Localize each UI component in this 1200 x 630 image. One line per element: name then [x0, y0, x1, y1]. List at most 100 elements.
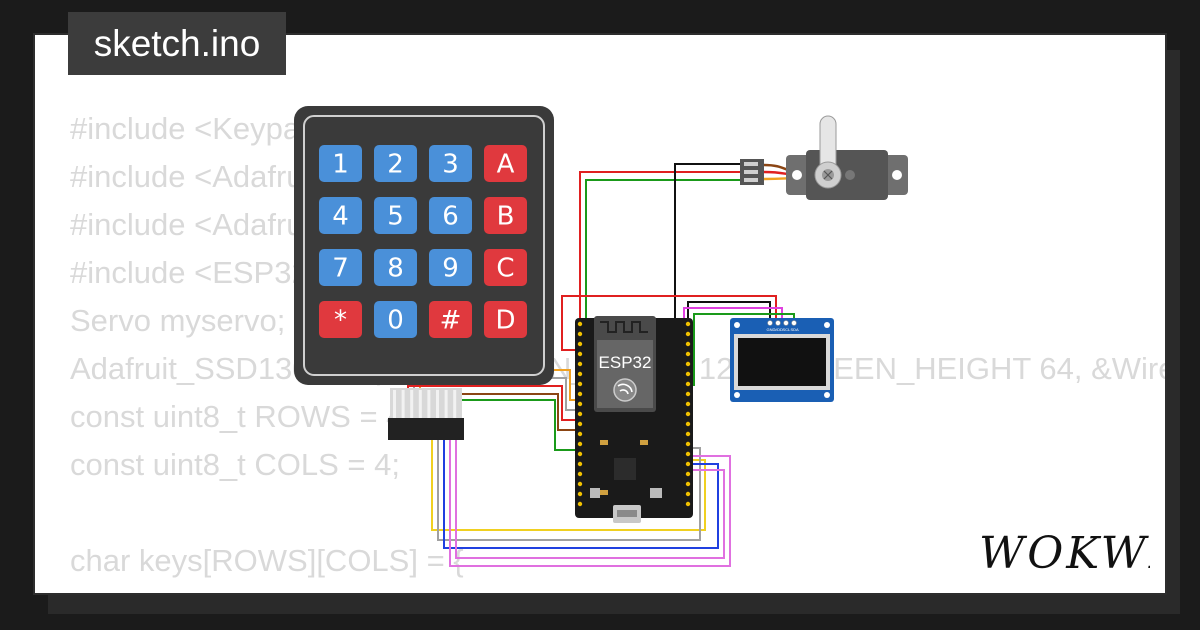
keypad-key-D[interactable] [484, 301, 527, 338]
wire-gray2-keypad[interactable] [437, 440, 701, 541]
wire-black-servo[interactable] [674, 163, 740, 345]
keypad-key-#[interactable] [429, 301, 472, 338]
wire-blue-keypad[interactable] [443, 440, 719, 549]
esp32-pin-right[interactable] [685, 321, 691, 327]
oled-pin-scl[interactable] [783, 320, 789, 326]
wire-red-servo[interactable] [579, 171, 740, 340]
esp32-pin-left[interactable] [577, 391, 583, 397]
keypad-key-C[interactable] [484, 249, 527, 286]
antenna-trace [600, 321, 648, 333]
keypad-key-*[interactable] [319, 301, 362, 338]
keypad-key-5[interactable] [374, 197, 417, 234]
esp32-pin-right[interactable] [685, 451, 691, 457]
keypad-key-B[interactable] [484, 197, 527, 234]
esp32-pin-right[interactable] [685, 421, 691, 427]
oled-pin-vdd[interactable] [775, 320, 781, 326]
esp32-pin-left[interactable] [577, 331, 583, 337]
esp32-pin-left[interactable] [577, 501, 583, 507]
keypad-key-label: B [497, 202, 515, 232]
esp32-board: ESP32 [575, 316, 693, 523]
code-line: char keys[ROWS][COLS] = { [70, 543, 464, 578]
esp32-pin-right[interactable] [685, 481, 691, 487]
oled-mount-hole [824, 322, 830, 328]
esp32-pin-left[interactable] [577, 491, 583, 497]
esp32-pin-right[interactable] [685, 461, 691, 467]
esp32-pin-left[interactable] [577, 351, 583, 357]
header-pin [393, 390, 396, 418]
servo-connector-pin [744, 178, 758, 182]
oled-mount-hole [734, 392, 740, 398]
esp32-pin-left[interactable] [577, 401, 583, 407]
esp32-pin-right[interactable] [685, 401, 691, 407]
header-pin [444, 390, 448, 418]
header-pin [436, 390, 439, 418]
keypad-inner-border [303, 115, 545, 376]
button-boot [650, 488, 662, 498]
header-pin [427, 390, 431, 418]
esp32-label: ESP32 [599, 353, 652, 372]
keypad-key-4[interactable] [319, 197, 362, 234]
keypad-key-label: 2 [387, 150, 404, 180]
esp32-pin-left[interactable] [577, 321, 583, 327]
header-pin [453, 390, 457, 418]
esp32-pin-right[interactable] [685, 491, 691, 497]
esp32-pin-left[interactable] [577, 481, 583, 487]
regulator-chip [614, 458, 636, 480]
keypad-key-9[interactable] [429, 249, 472, 286]
servo-screw-cross [823, 170, 833, 180]
keypad-key-A[interactable] [484, 145, 527, 182]
wire-green-servo[interactable] [585, 179, 740, 348]
esp32-pin-right[interactable] [685, 351, 691, 357]
esp32-pin-right[interactable] [685, 371, 691, 377]
esp32-pin-left[interactable] [577, 431, 583, 437]
oled-pin-sda[interactable] [791, 320, 797, 326]
servo-connector-pin [744, 162, 758, 166]
keypad-key-label: 0 [387, 306, 404, 336]
esp32-pin-left[interactable] [577, 341, 583, 347]
wire-pink2-keypad[interactable] [455, 440, 725, 559]
oled-screen [738, 338, 826, 386]
esp32-pin-right[interactable] [685, 411, 691, 417]
esp32-pin-left[interactable] [577, 421, 583, 427]
keypad-key-1[interactable] [319, 145, 362, 182]
wire-red-oled[interactable] [561, 295, 777, 351]
wokwi-logo-text: WOKWI [979, 528, 1150, 579]
keypad-key-3[interactable] [429, 145, 472, 182]
servo-connector-pin [744, 170, 758, 174]
esp32-pin-right[interactable] [685, 341, 691, 347]
oled-pin-gnd[interactable] [767, 320, 773, 326]
wire-yellow-keypad[interactable] [431, 440, 706, 531]
esp32-pin-left[interactable] [577, 471, 583, 477]
oled-pin-label: VDD [775, 327, 784, 332]
esp32-pin-right[interactable] [685, 501, 691, 507]
esp32-pin-right[interactable] [685, 381, 691, 387]
esp32-pin-left[interactable] [577, 461, 583, 467]
keypad-key-0[interactable] [374, 301, 417, 338]
keypad-key-label: 5 [387, 202, 404, 232]
esp32-pin-right[interactable] [685, 331, 691, 337]
keypad-key-2[interactable] [374, 145, 417, 182]
esp32-pin-right[interactable] [685, 391, 691, 397]
esp32-pin-left[interactable] [577, 451, 583, 457]
esp32-pin-right[interactable] [685, 431, 691, 437]
esp32-pin-left[interactable] [577, 381, 583, 387]
esp32-pin-left[interactable] [577, 441, 583, 447]
keypad-key-8[interactable] [374, 249, 417, 286]
esp32-pin-right[interactable] [685, 471, 691, 477]
smd-component [640, 440, 648, 445]
wire-pink-keypad[interactable] [449, 440, 731, 567]
code-line: Servo myservo; [70, 303, 286, 338]
esp32-pin-right[interactable] [685, 361, 691, 367]
esp32-pin-left[interactable] [577, 411, 583, 417]
esp32-pins [577, 321, 691, 507]
header-pin [410, 390, 414, 418]
keypad-key-label: 9 [442, 254, 459, 284]
file-name-tab[interactable]: sketch.ino [68, 12, 286, 75]
esp32-pin-right[interactable] [685, 441, 691, 447]
keypad-key-6[interactable] [429, 197, 472, 234]
esp32-pin-left[interactable] [577, 371, 583, 377]
keypad-key-7[interactable] [319, 249, 362, 286]
esp32-pin-left[interactable] [577, 361, 583, 367]
